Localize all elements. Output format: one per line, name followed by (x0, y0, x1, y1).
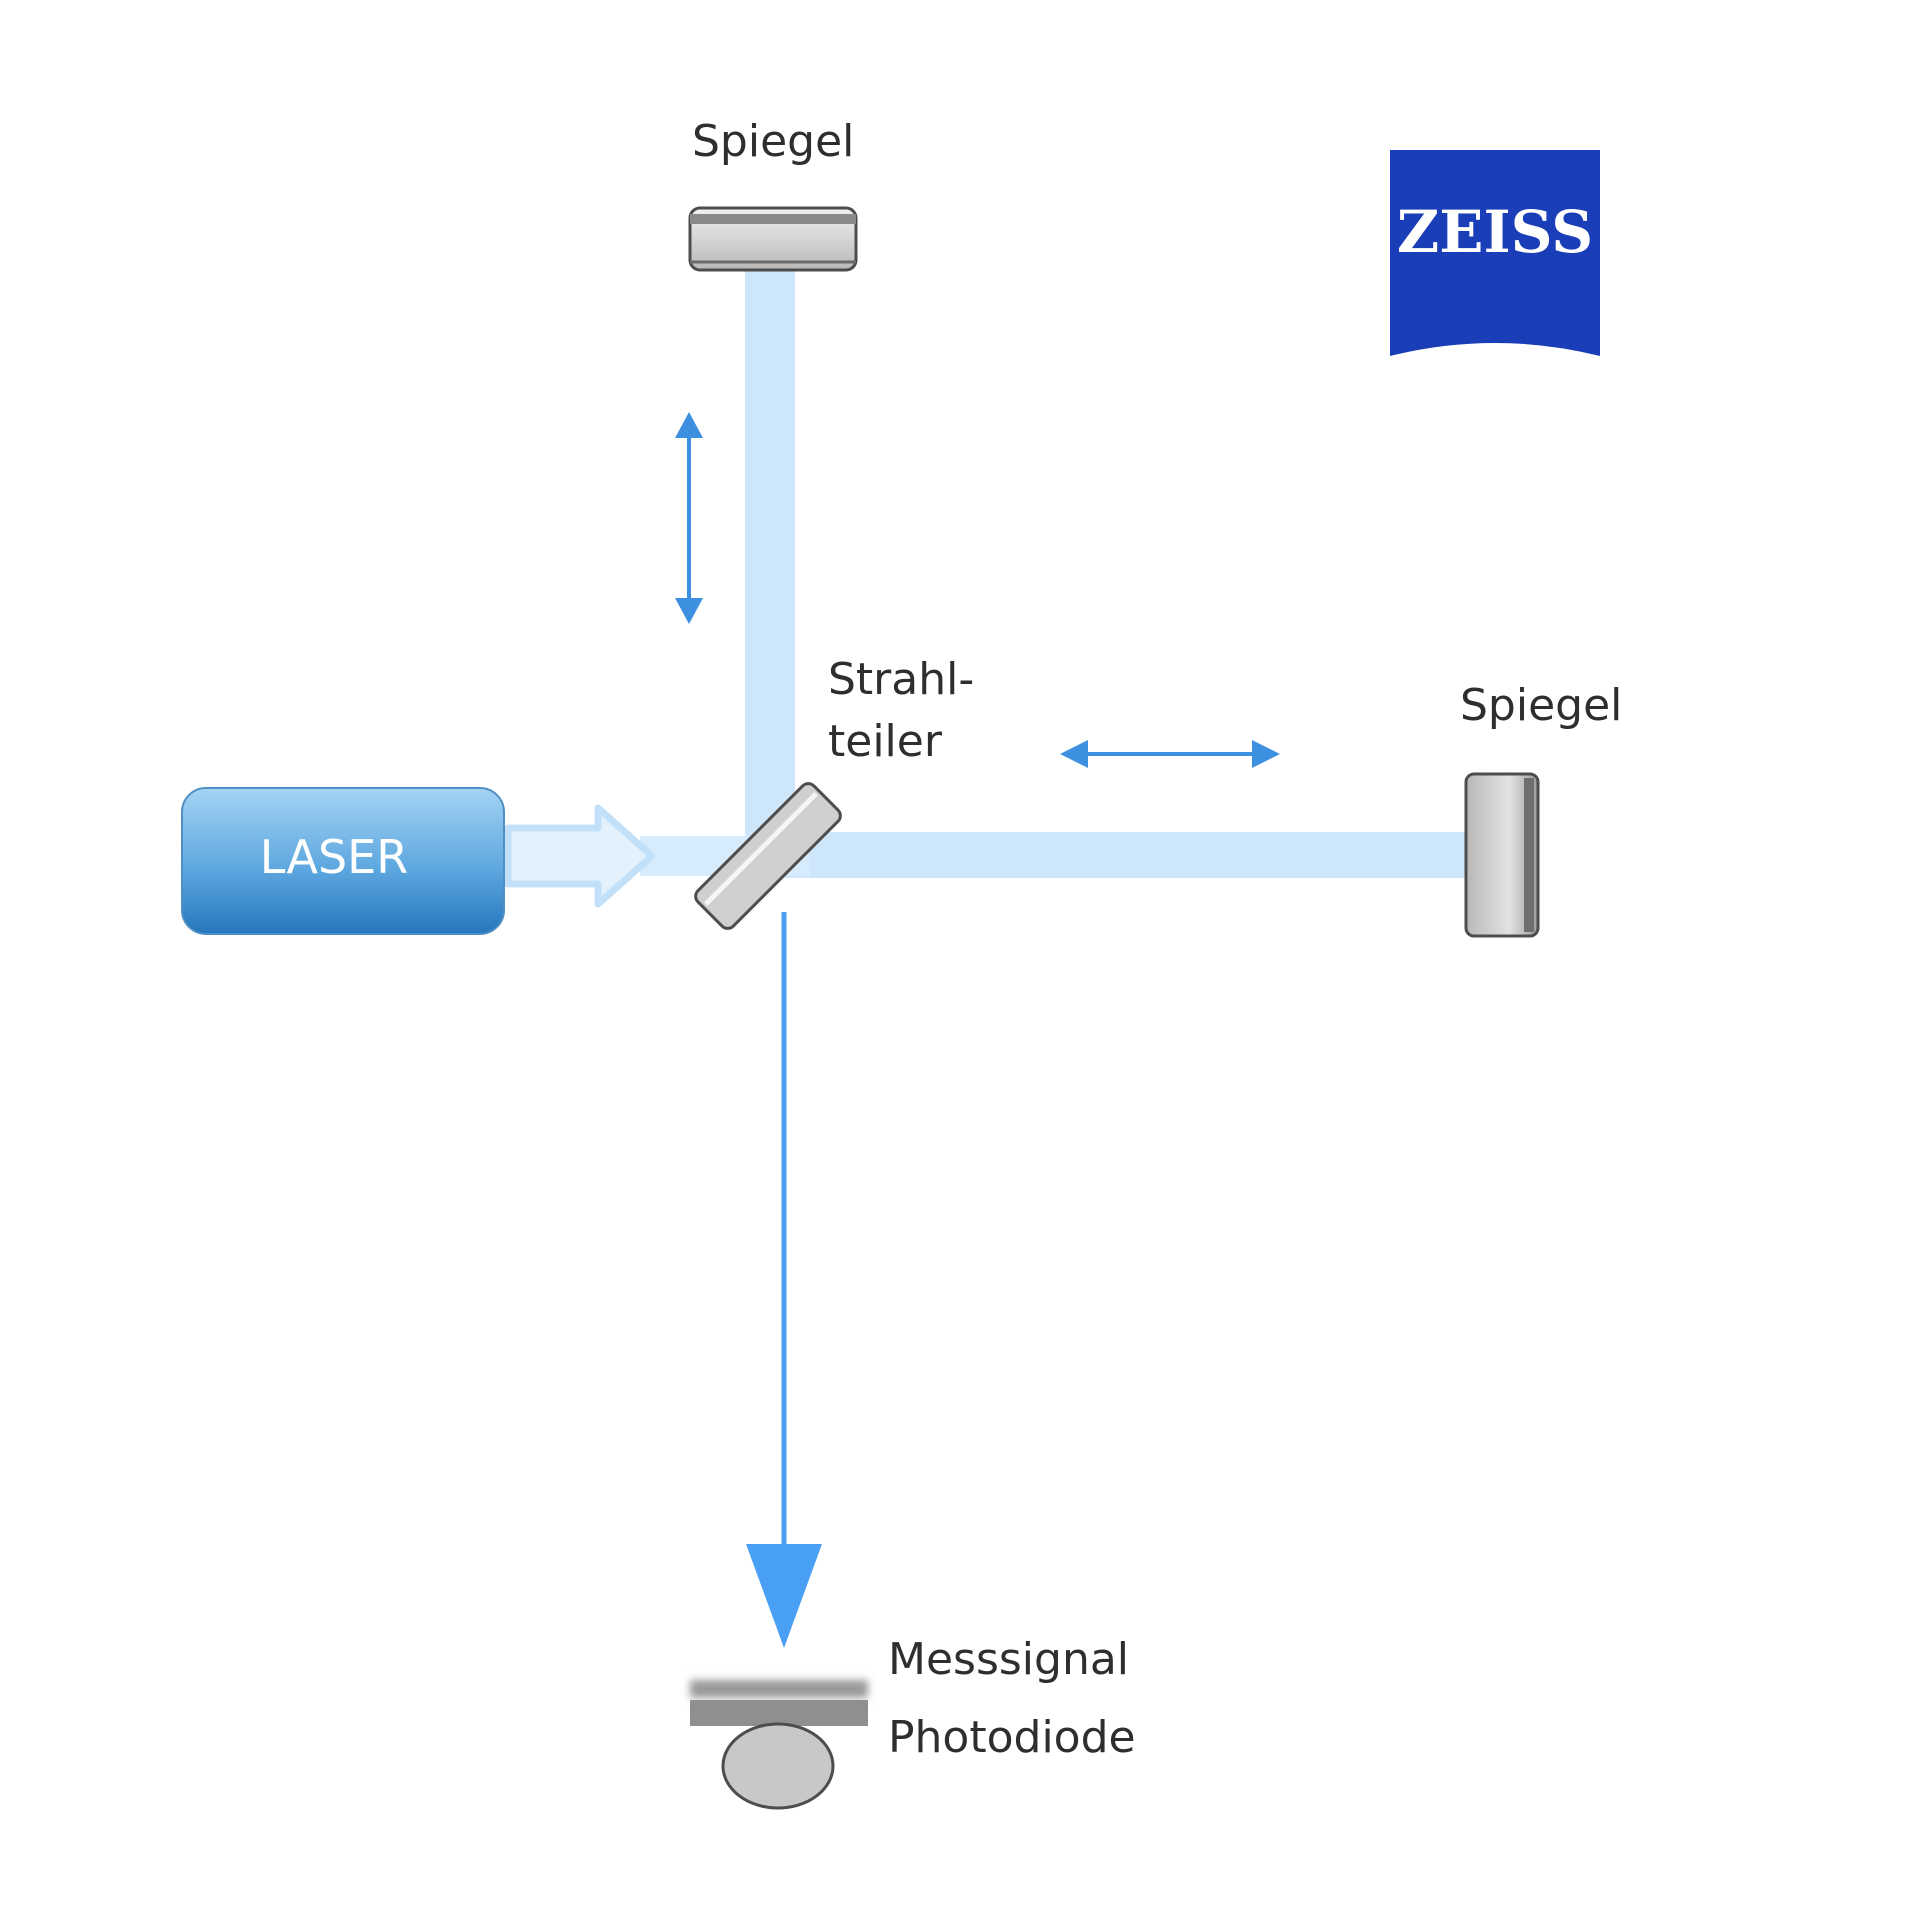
label-signal-2: Photodiode (888, 1712, 1136, 1763)
label-signal-1: Messsignal (888, 1634, 1130, 1685)
zeiss-logo-text: ZEISS (1397, 198, 1593, 266)
laser-source: LASER (181, 787, 505, 935)
label-mirror-right: Spiegel (1460, 680, 1623, 731)
label-mirror-top: Spiegel (692, 116, 855, 167)
label-beam-splitter-2: teiler (828, 716, 942, 767)
beam-splitter (694, 782, 842, 930)
double-arrow-vertical-icon (675, 412, 703, 624)
label-beam-splitter-1: Strahl- (828, 654, 975, 705)
mirror-top (688, 206, 858, 272)
mirror-right (1464, 772, 1540, 938)
beam-vertical (745, 270, 795, 870)
laser-label: LASER (260, 830, 408, 884)
beam-horizontal (770, 832, 1470, 878)
laser-output-arrow-icon (504, 804, 656, 908)
zeiss-logo: ZEISS (1390, 150, 1600, 356)
photodiode (690, 1680, 868, 1810)
double-arrow-horizontal-icon (1060, 740, 1280, 768)
signal-arrow-icon (746, 912, 822, 1648)
